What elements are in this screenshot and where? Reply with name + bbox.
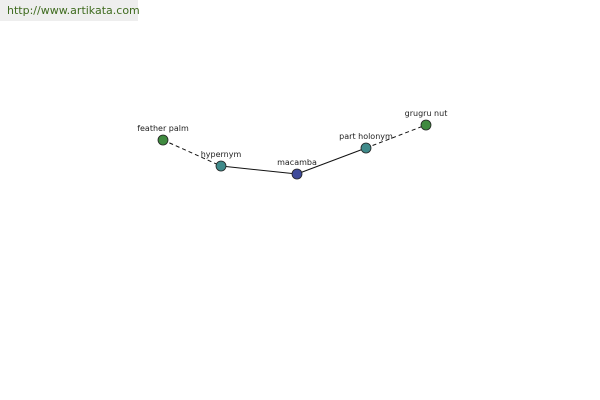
node-grugru-nut[interactable]: grugru nut	[405, 109, 448, 131]
node-hypernym[interactable]: hypernym	[201, 150, 242, 172]
node-label-feather-palm: feather palm	[137, 124, 189, 133]
node-label-part-holonym: part holonym	[339, 132, 393, 141]
node-dot-feather-palm[interactable]	[157, 134, 169, 146]
edge-hypernym-macamba	[220, 165, 298, 175]
node-feather-palm[interactable]: feather palm	[137, 124, 189, 146]
node-dot-grugru-nut[interactable]	[420, 119, 432, 131]
node-dot-part-holonym[interactable]	[360, 142, 372, 154]
node-label-grugru-nut: grugru nut	[405, 109, 448, 118]
node-label-hypernym: hypernym	[201, 150, 242, 159]
node-macamba[interactable]: macamba	[277, 158, 317, 180]
watermark-bar: http://www.artikata.com	[0, 0, 140, 21]
node-dot-macamba[interactable]	[291, 168, 303, 180]
edge-part-holonym-grugru-nut	[365, 124, 427, 149]
edge-feather-palm-hypernym	[162, 139, 222, 167]
node-label-macamba: macamba	[277, 158, 317, 167]
edge-macamba-part-holonym	[296, 147, 367, 175]
node-part-holonym[interactable]: part holonym	[339, 132, 393, 154]
site-url-link[interactable]: http://www.artikata.com	[7, 4, 140, 17]
node-dot-hypernym[interactable]	[215, 160, 227, 172]
edges-layer	[162, 124, 427, 175]
nodes-layer: feather palm hypernym macamba part holonym g…	[137, 109, 448, 180]
